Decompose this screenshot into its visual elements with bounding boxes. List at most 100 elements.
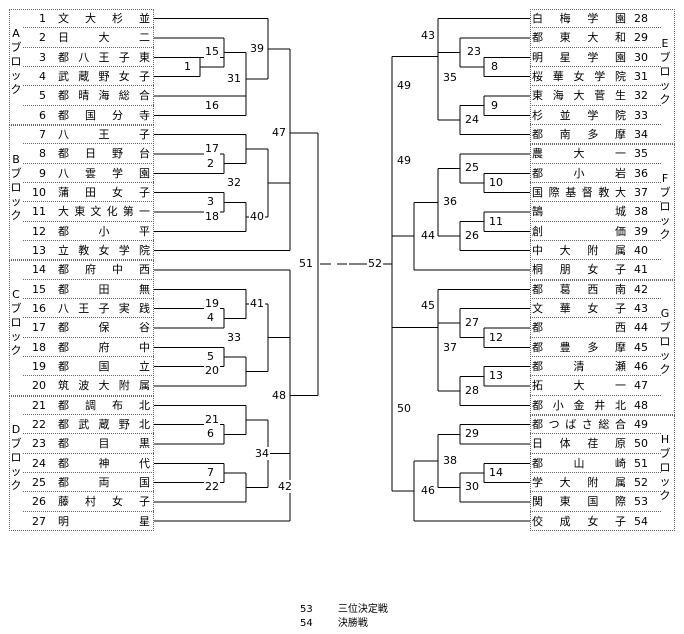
match-number: 23 xyxy=(466,45,482,59)
block-label: F ブ ロ ッ ク xyxy=(659,171,671,241)
team-name: 八王子実践 xyxy=(58,299,150,318)
team-seed: 31 xyxy=(634,69,648,83)
team-name-char: 西 xyxy=(587,282,599,296)
team-row xyxy=(23,492,154,512)
team-seed: 19 xyxy=(32,359,46,373)
team-name-char: 王 xyxy=(98,50,110,64)
team-name-char: 府 xyxy=(98,340,110,354)
match-number: 49 xyxy=(396,79,412,93)
team-name-char: 星 xyxy=(139,514,150,528)
team-name-char: 都 xyxy=(532,359,543,373)
team-name-char: 文 xyxy=(58,12,69,25)
team-name-char: 合 xyxy=(614,417,626,431)
team-name-char: 大 xyxy=(559,475,571,489)
team-row xyxy=(530,473,661,493)
team-row xyxy=(530,28,661,48)
team-name-char: 一 xyxy=(138,205,150,219)
team-row xyxy=(23,415,154,435)
team-name-char: 学 xyxy=(594,69,606,83)
team-name-char: 多 xyxy=(587,127,599,141)
team-name-char: 王 xyxy=(78,301,90,315)
team-name-char: 葛 xyxy=(559,282,571,296)
team-name: 都山崎 xyxy=(532,454,626,473)
team-row xyxy=(530,512,661,531)
team-name-char: 成 xyxy=(559,514,571,528)
team-row xyxy=(530,260,661,280)
team-name-char: 都 xyxy=(532,282,543,296)
team-name-char: 小 xyxy=(98,224,110,238)
team-name-char: 附 xyxy=(118,379,130,393)
team-name-char: 体 xyxy=(559,437,571,451)
team-name: 都小岩 xyxy=(532,164,626,183)
team-name: 鵠城 xyxy=(532,202,626,221)
team-name-char: 属 xyxy=(614,243,626,257)
team-name-char: 桐 xyxy=(532,263,543,277)
team-name-char: 井 xyxy=(594,398,606,412)
team-row xyxy=(23,357,154,377)
team-name: 都晴海総合 xyxy=(58,86,150,105)
match-number: 29 xyxy=(464,427,480,441)
team-name-char: 王 xyxy=(98,127,110,141)
team-name-char: 蔵 xyxy=(98,417,110,431)
team-name-char: 杉 xyxy=(112,12,123,25)
team-name-char: 生 xyxy=(615,89,626,103)
match-number: 1 xyxy=(183,59,192,73)
team-name-char: 城 xyxy=(615,205,626,219)
team-name-char: 子 xyxy=(139,185,150,199)
team-seed: 37 xyxy=(634,185,648,199)
team-name-char: 二 xyxy=(139,31,150,45)
block-label: H ブ ロ ッ ク xyxy=(659,432,671,502)
team-row xyxy=(530,338,661,357)
team-name-char: 大 xyxy=(85,12,96,25)
match-number: 43 xyxy=(420,28,436,42)
team-seed: 22 xyxy=(32,417,46,431)
team-name: 筑波大附属 xyxy=(58,376,150,395)
match-number: 37 xyxy=(442,341,458,355)
team-name: 都神代 xyxy=(58,454,150,473)
team-name-char: 無 xyxy=(139,282,150,296)
team-name-char: 女 xyxy=(587,263,599,277)
team-name-char: 波 xyxy=(78,379,90,393)
team-name-char: 大 xyxy=(614,185,626,199)
team-name-char: 北 xyxy=(139,417,150,431)
team-name-char: 都 xyxy=(58,340,69,354)
team-name-char: 野 xyxy=(112,147,123,161)
team-name-char: 東 xyxy=(74,205,86,219)
team-name: 都東大和 xyxy=(532,28,626,47)
team-name-char: 合 xyxy=(139,89,150,103)
match-number: 12 xyxy=(488,330,504,344)
match-number: 14 xyxy=(488,465,504,479)
legend-final: 54 決勝戦 xyxy=(300,617,420,630)
team-row xyxy=(530,9,661,29)
match-number: 33 xyxy=(226,330,242,344)
block-label: A ブ ロ ッ ク xyxy=(10,26,22,96)
team-seed: 20 xyxy=(32,379,46,393)
team-seed: 38 xyxy=(634,205,648,219)
team-row xyxy=(530,415,661,435)
team-name-char: 台 xyxy=(139,147,150,161)
team-row xyxy=(530,202,661,222)
team-name: 都国分寺 xyxy=(58,106,150,125)
team-name-char: 属 xyxy=(139,379,150,393)
team-name-char: 立 xyxy=(58,243,69,257)
match-number: 4 xyxy=(206,311,215,325)
team-row xyxy=(23,280,154,299)
team-row xyxy=(530,125,661,145)
team-name-char: 都 xyxy=(532,321,543,335)
match-number: 3 xyxy=(206,195,215,209)
team-row xyxy=(530,222,661,241)
team-name-char: ば xyxy=(565,417,577,431)
match-number: 13 xyxy=(488,369,504,383)
team-name: 都西 xyxy=(532,318,626,337)
team-name: 都国立 xyxy=(58,357,150,376)
match-number: 8 xyxy=(490,59,499,73)
team-row xyxy=(23,144,154,164)
team-name-char: 目 xyxy=(98,437,110,451)
team-name-char: 朋 xyxy=(559,263,571,277)
match-number: 36 xyxy=(442,195,458,209)
team-row xyxy=(23,260,154,280)
team-name-char: 菅 xyxy=(594,89,606,103)
match-number: 22 xyxy=(204,480,220,494)
team-row xyxy=(23,454,154,473)
team-name-char: 小 xyxy=(573,166,585,180)
